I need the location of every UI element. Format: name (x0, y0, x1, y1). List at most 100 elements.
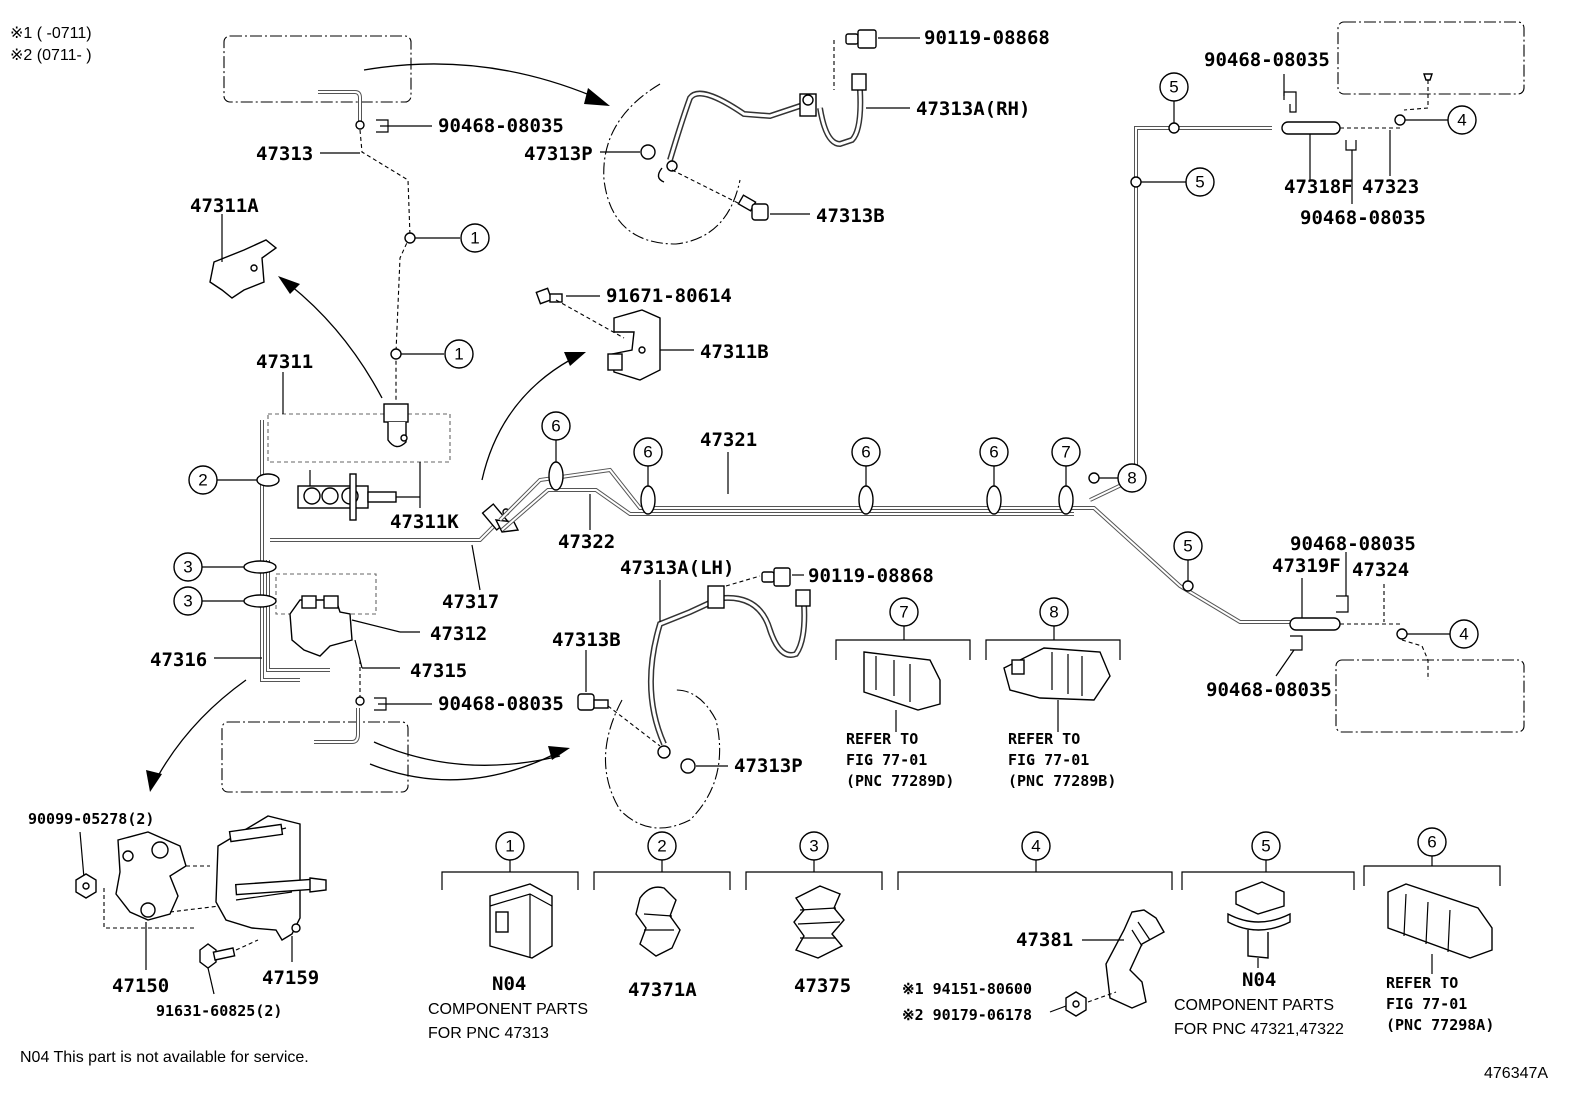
callout-6-d (979, 437, 1009, 467)
callout-5-lower (1173, 531, 1203, 561)
part-label-47317: 47317 (442, 591, 499, 613)
grommet-47375 (793, 885, 845, 959)
front-wheel-area-bottom (221, 708, 409, 793)
svg-text:6: 6 (861, 443, 870, 462)
clip-47381 (1105, 909, 1165, 1009)
svg-text:4: 4 (1031, 837, 1040, 856)
callout-1-lower (444, 339, 474, 369)
legend-note-1: ※1 ( -0711) (10, 25, 92, 42)
part-label-47311A: 47311A (190, 195, 259, 217)
ref6-line2: FIG 77-01 (1386, 995, 1467, 1013)
arrow-to-47150 (146, 770, 162, 792)
legend-box-1-line2: FOR PNC 47313 (428, 1025, 549, 1042)
svg-text:3: 3 (183, 558, 192, 577)
part-label-91671: 91671-80614 (606, 285, 732, 307)
brake-line-main (498, 126, 1290, 624)
legend-box-5-line1: COMPONENT PARTS (1174, 997, 1334, 1014)
callout-5-top (1159, 72, 1189, 102)
part-label-94151: ※1 94151-80600 (902, 980, 1032, 998)
part-label-90099: 90099-05278(2) (28, 810, 154, 828)
callout-3-upper (173, 552, 203, 582)
part-label-90119-mid: 90119-08868 (808, 565, 934, 587)
hose-47318F (1281, 121, 1400, 135)
clamp-ref-7 (863, 651, 941, 711)
part-label-90468-mid: 90468-08035 (438, 693, 564, 715)
ref6-line3: (PNC 77298A) (1386, 1016, 1494, 1034)
part-label-47159: 47159 (262, 967, 319, 989)
svg-text:2: 2 (657, 837, 666, 856)
bolt-47313B-top (737, 194, 769, 221)
legend-box-5-line2: FOR PNC 47321,47322 (1174, 1021, 1344, 1038)
callout-8 (1117, 463, 1147, 493)
hose-47319F (1289, 617, 1400, 631)
rear-wheel-area-bottom (1335, 639, 1525, 733)
callout-1-upper (460, 223, 490, 253)
svg-text:7: 7 (1061, 443, 1070, 462)
master-cylinder-47311K (297, 470, 397, 521)
clip-component-47321 (1227, 881, 1291, 968)
ref8-line2: FIG 77-01 (1008, 751, 1089, 769)
part-label-90468-top: 90468-08035 (438, 115, 564, 137)
figure-id: 476347A (1484, 1065, 1548, 1082)
ref7-line3: (PNC 77289D) (846, 772, 954, 790)
part-label-91631: 91631-60825(2) (156, 1002, 282, 1020)
part-label-90179: ※2 90179-06178 (902, 1006, 1032, 1024)
bracket-47311B (607, 309, 661, 381)
ref7-line2: FIG 77-01 (846, 751, 927, 769)
part-label-47311: 47311 (256, 351, 313, 373)
bracket-47150 (115, 831, 187, 921)
callout-3-lower (173, 586, 203, 616)
hose-47313A-RH (667, 73, 867, 161)
brake-line-47313 (359, 129, 411, 400)
part-label-47316: 47316 (150, 649, 207, 671)
ref8-line1: REFER TO (1008, 730, 1080, 748)
part-label-47375: 47375 (794, 975, 851, 997)
svg-text:1: 1 (454, 345, 463, 364)
part-label-47313B-top: 47313B (816, 205, 885, 227)
svg-text:6: 6 (643, 443, 652, 462)
part-label-47321: 47321 (700, 429, 757, 451)
part-label-47313A-RH: 47313A(RH) (916, 98, 1030, 120)
front-wheel-area-top (223, 35, 432, 133)
part-label-47313: 47313 (256, 143, 313, 165)
bolt-91671 (535, 287, 563, 305)
svg-text:5: 5 (1169, 78, 1178, 97)
part-label-47318F: 47318F (1284, 176, 1353, 198)
part-label-47312: 47312 (430, 623, 487, 645)
part-label-90468-r2: 90468-08035 (1300, 207, 1426, 229)
legend-note-2: ※2 (0711- ) (10, 47, 92, 64)
arrow-to-47311A (278, 276, 300, 294)
callout-6-b (633, 437, 663, 467)
svg-text:8: 8 (1127, 469, 1136, 488)
svg-text:1: 1 (505, 837, 514, 856)
hose-47313A-LH (647, 585, 811, 759)
part-label-47313P-mid: 47313P (734, 755, 803, 777)
callout-6-a (541, 411, 571, 441)
part-label-47313P-top: 47313P (524, 143, 593, 165)
legend-box-1-code: N04 (492, 973, 526, 995)
part-label-90119-top: 90119-08868 (924, 27, 1050, 49)
ref6-line1: REFER TO (1386, 974, 1458, 992)
svg-text:6: 6 (551, 417, 560, 436)
svg-text:5: 5 (1183, 537, 1192, 556)
rear-wheel-area-top (1337, 21, 1525, 111)
callout-4-top (1447, 105, 1477, 135)
part-label-47323: 47323 (1362, 176, 1419, 198)
part-label-47319F: 47319F (1272, 555, 1341, 577)
svg-text:1: 1 (470, 229, 479, 248)
nut-94151 (1065, 991, 1087, 1017)
svg-text:6: 6 (989, 443, 998, 462)
part-label-47311K: 47311K (390, 511, 459, 533)
part-label-47371A: 47371A (628, 979, 697, 1001)
part-label-47324: 47324 (1352, 559, 1409, 581)
callout-7 (1051, 437, 1081, 467)
bolt-90119-top (845, 29, 877, 49)
bolt-47313B-mid (577, 693, 609, 711)
hose-rh-area (603, 83, 741, 245)
bolt-91631 (199, 943, 236, 969)
callout-2 (188, 465, 218, 495)
part-label-47313B-mid: 47313B (552, 629, 621, 651)
part-label-47322: 47322 (558, 531, 615, 553)
part-label-47381: 47381 (1016, 929, 1073, 951)
